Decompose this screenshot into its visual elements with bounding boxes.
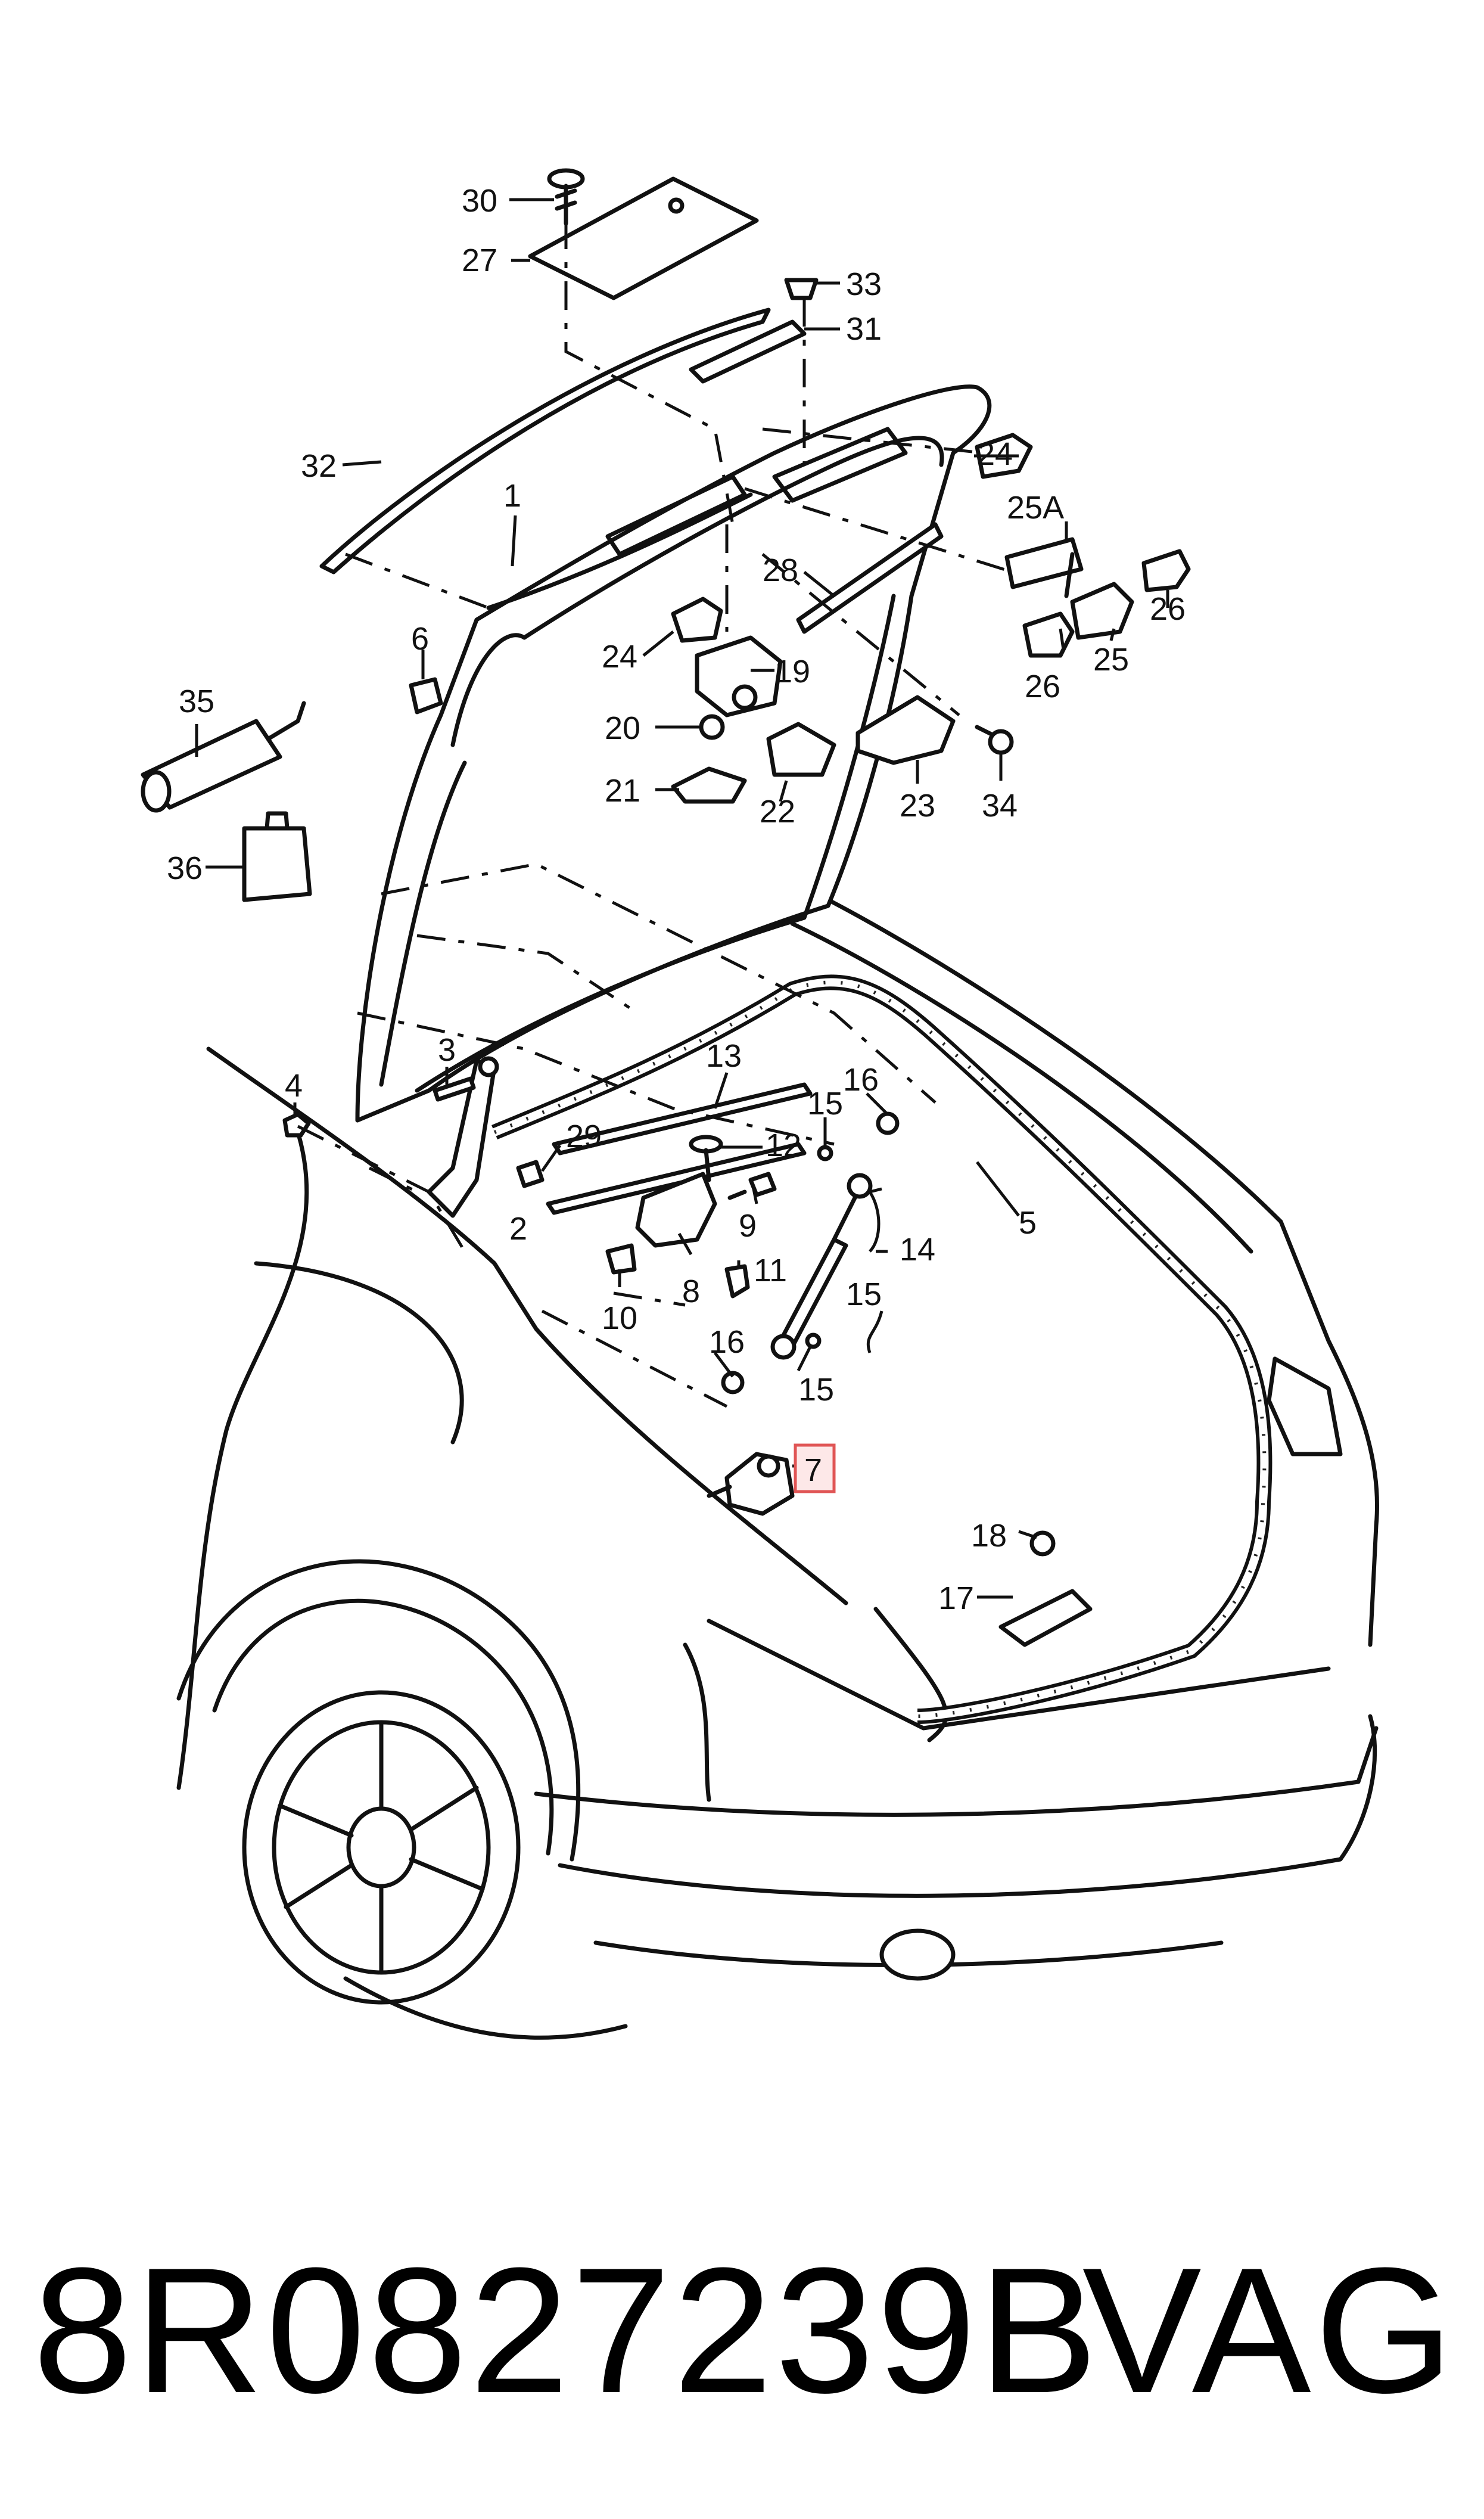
callout-27: 27 — [462, 243, 497, 278]
callout-16-bottom: 16 — [709, 1324, 745, 1360]
ball-stud-part-16-bottom — [721, 1371, 745, 1394]
handle-part-25 — [1064, 552, 1134, 640]
callout-20: 20 — [605, 710, 640, 746]
lock-part-19 — [695, 635, 783, 718]
callout-17: 17 — [938, 1580, 974, 1616]
caption-bar: 8R0827239B VAG — [0, 2205, 1484, 2455]
part-7-bracket — [707, 1452, 795, 1516]
callout-36: 36 — [167, 850, 203, 886]
callout-33: 33 — [846, 266, 882, 302]
callout-25: 25 — [1093, 642, 1129, 678]
nut-part-20 — [699, 714, 725, 740]
callout-28: 28 — [763, 552, 798, 588]
seal-part-5 — [491, 974, 1273, 1724]
callout-14: 14 — [900, 1232, 935, 1268]
brand-label: VAG — [1082, 2230, 1457, 2430]
callout-6: 6 — [411, 621, 429, 657]
trunk-lid-part-1 — [355, 384, 992, 1123]
screw-part-9 — [727, 1172, 777, 1200]
screw-part-3 — [433, 1076, 476, 1102]
cap-part-26-right — [1141, 549, 1191, 592]
callout-15-bottom: 15 — [798, 1372, 834, 1408]
callout-24-left: 24 — [602, 639, 637, 675]
callout-24-right: 24 — [977, 436, 1013, 472]
callout-15-mid: 15 — [846, 1276, 882, 1312]
cover-part-31 — [689, 319, 807, 384]
sealant-tube-part-35 — [141, 701, 306, 813]
trim-panel-part-27 — [528, 176, 759, 300]
callout-16-top: 16 — [843, 1062, 879, 1098]
clip-part-15-top — [817, 1145, 833, 1161]
callout-10: 10 — [602, 1300, 637, 1336]
bolt-part-34 — [975, 725, 1014, 755]
callout-8: 8 — [682, 1274, 700, 1309]
spoiler-part-32 — [319, 308, 771, 574]
callout-5: 5 — [1019, 1205, 1037, 1241]
callout-34: 34 — [982, 788, 1018, 824]
callout-26-right: 26 — [1150, 591, 1186, 627]
bracket-part-6 — [409, 677, 443, 715]
bracket-part-21 — [671, 766, 747, 804]
screw-part-30 — [547, 168, 585, 226]
callout-12: 12 — [766, 1128, 801, 1163]
bracket-part-8 — [635, 1172, 717, 1248]
callout-21: 21 — [605, 773, 640, 809]
callout-4: 4 — [285, 1068, 303, 1104]
hinge-part-23 — [855, 695, 956, 765]
clip-part-11 — [724, 1264, 750, 1299]
callout-3: 3 — [438, 1032, 456, 1068]
callout-30: 30 — [462, 183, 497, 219]
gas-strut-part-14 — [770, 1173, 873, 1360]
callout-1: 1 — [503, 478, 521, 514]
callout-labels: 30 27 33 31 32 1 24 25A 28 26 24 19 25 2… — [167, 183, 1186, 1616]
callout-2: 2 — [509, 1211, 527, 1247]
callout-32: 32 — [301, 448, 337, 484]
callout-22: 22 — [760, 794, 795, 830]
nut-part-18 — [1029, 1530, 1056, 1557]
bolt-part-10 — [605, 1243, 637, 1275]
clip-part-33 — [784, 278, 819, 300]
callout-15-top: 15 — [807, 1086, 843, 1122]
callout-25a: 25A — [1007, 490, 1064, 526]
callout-23: 23 — [900, 788, 935, 824]
callout-11: 11 — [754, 1253, 787, 1288]
leader-lines — [195, 198, 1169, 1599]
car-body — [176, 880, 1380, 2040]
cap-part-26-left — [1022, 611, 1075, 658]
screw-part-29 — [516, 1160, 545, 1188]
callout-18: 18 — [971, 1518, 1007, 1554]
exploded-parts-diagram: 30 27 33 31 32 1 24 25A 28 26 24 19 25 2… — [141, 168, 1380, 2040]
bolt-part-12 — [689, 1135, 723, 1182]
assembly-lines — [297, 220, 1013, 1408]
callout-29: 29 — [566, 1119, 602, 1154]
clip-part-15-bottom — [805, 1333, 822, 1349]
bottle-part-36 — [242, 811, 312, 902]
callout-19: 19 — [774, 654, 810, 689]
switch-part-24-left — [671, 597, 723, 643]
ball-stud-part-16-top — [876, 1111, 900, 1135]
trim-part-28 — [796, 522, 944, 634]
callout-7: 7 — [804, 1452, 822, 1488]
callout-35: 35 — [179, 684, 214, 719]
callout-9: 9 — [739, 1208, 757, 1244]
seal-part-25a — [1004, 537, 1084, 589]
highlight-box-part-7 — [794, 1443, 836, 1493]
callout-13: 13 — [706, 1038, 742, 1074]
callout-26-left: 26 — [1025, 669, 1060, 704]
bracket-part-17 — [998, 1589, 1093, 1647]
part-number: 8R0827239B — [33, 2230, 1100, 2430]
handle-part-22 — [766, 722, 836, 777]
callout-31: 31 — [846, 311, 882, 347]
